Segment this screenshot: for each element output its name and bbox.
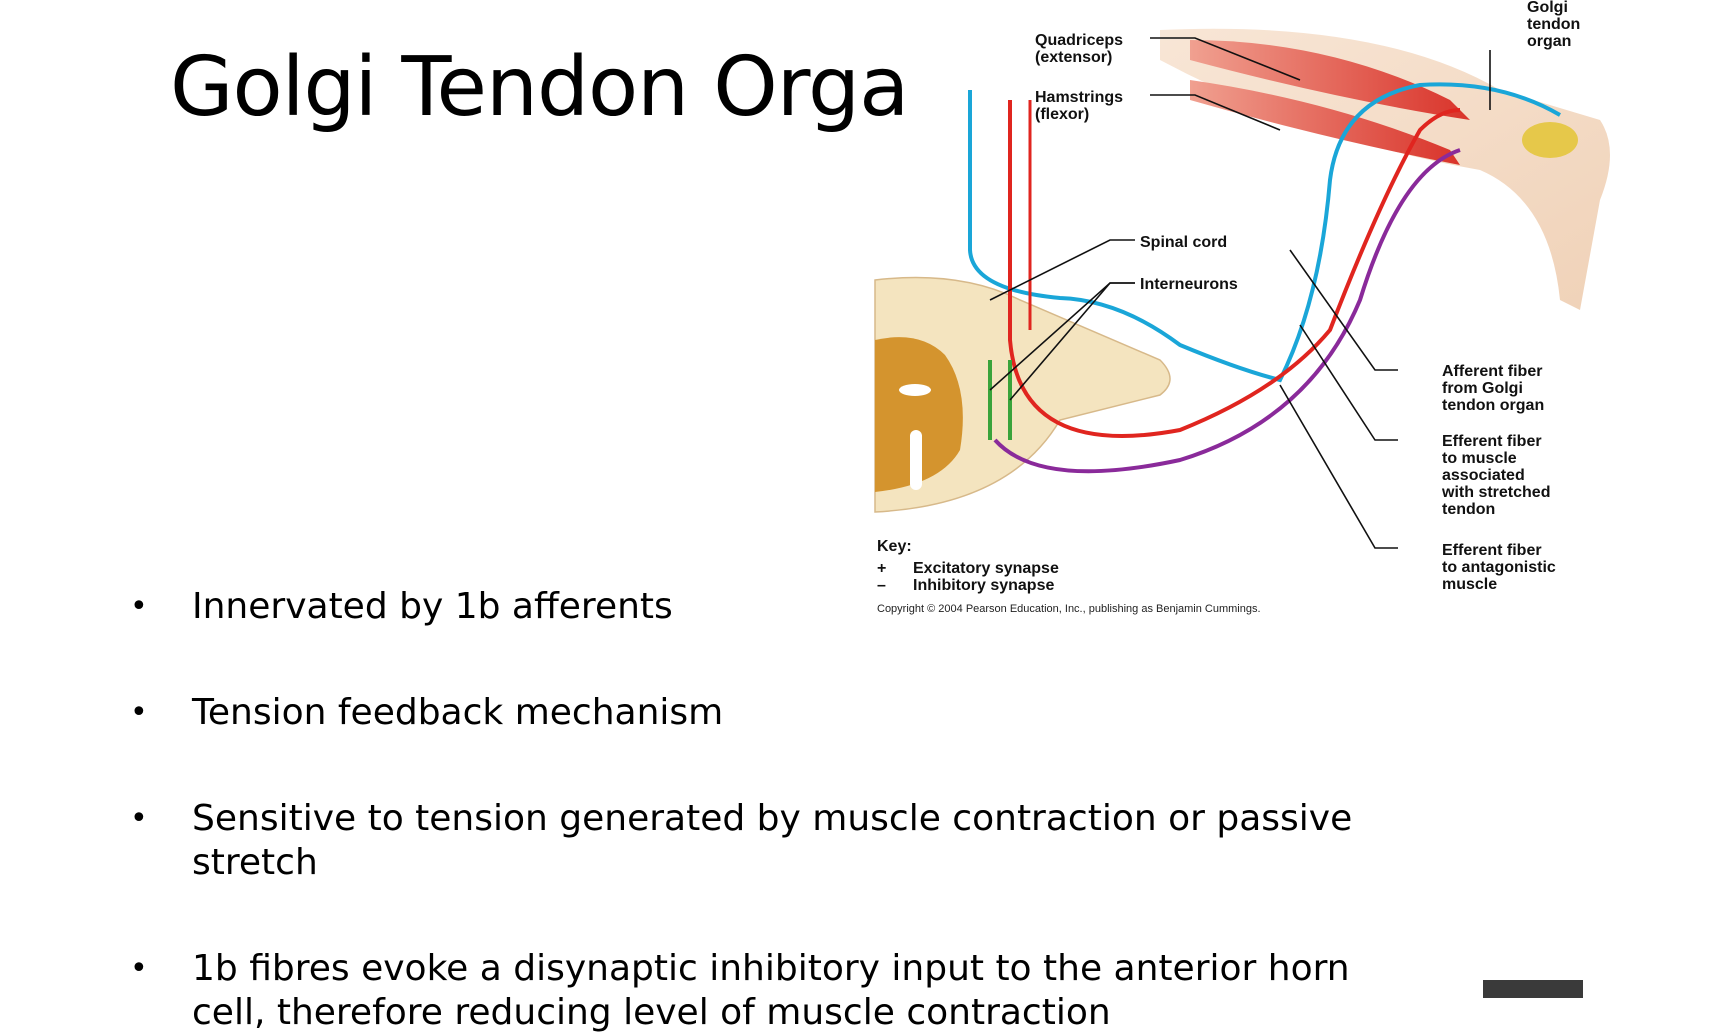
slide: Golgi Tendon Orga [130, 0, 1610, 1033]
label-efferent-b1: Efferent fiber [1442, 542, 1542, 559]
afferent-fiber-path [968, 82, 1562, 383]
antagonist-fiber-path [993, 148, 1461, 474]
hamstrings-muscle [1190, 80, 1460, 165]
key-inhibitory: Inhibitory synapse [913, 577, 1054, 594]
efferent-fiber-path [1008, 100, 1461, 438]
golgi-tendon-organ [1522, 122, 1578, 158]
label-afferent-2: from Golgi [1442, 380, 1523, 397]
label-efferent-b3: muscle [1442, 576, 1497, 593]
central-canal [899, 384, 931, 396]
slide-title: Golgi Tendon Orga [170, 40, 909, 135]
leg-shape [1160, 28, 1610, 310]
copyright-text: Copyright © 2004 Pearson Education, Inc.… [877, 603, 1261, 615]
label-golgi-2: tendon [1527, 16, 1580, 33]
bullet-symbol: • [130, 801, 148, 836]
bullet-symbol: • [130, 951, 148, 986]
bullet-item: • 1b fibres evoke a disynaptic inhibitor… [130, 947, 1430, 1035]
label-interneurons: Interneurons [1140, 276, 1238, 293]
bullet-item: • Tension feedback mechanism [130, 691, 1430, 735]
key-heading: Key: [877, 538, 912, 555]
audio-icon[interactable] [1483, 980, 1583, 998]
label-efferent-a2: to muscle [1442, 450, 1517, 467]
label-spinal-cord: Spinal cord [1140, 234, 1227, 251]
spinal-cord-grey-matter [875, 337, 963, 492]
label-efferent-a3: associated [1442, 467, 1525, 484]
bullet-text: 1b fibres evoke a disynaptic inhibitory … [192, 948, 1350, 1033]
label-golgi-3: organ [1527, 33, 1571, 50]
label-efferent-a1: Efferent fiber [1442, 433, 1542, 450]
bullet-item: • Sensitive to tension generated by musc… [130, 797, 1430, 885]
bullet-text: Sensitive to tension generated by muscle… [192, 798, 1353, 883]
leader-lines [989, 37, 1491, 549]
bullet-symbol: • [130, 589, 148, 624]
label-hamstrings-sub: (flexor) [1035, 106, 1089, 123]
key-plus: + [877, 560, 886, 577]
bullet-item: • Innervated by 1b afferents [130, 585, 1430, 629]
label-afferent-1: Afferent fiber [1442, 363, 1542, 380]
bullet-symbol: • [130, 695, 148, 730]
bullet-list: • Innervated by 1b afferents • Tension f… [130, 585, 1430, 1035]
label-efferent-a5: tendon [1442, 501, 1495, 518]
label-hamstrings: Hamstrings [1035, 89, 1123, 106]
label-afferent-3: tendon organ [1442, 397, 1544, 414]
label-efferent-a4: with stretched [1441, 484, 1550, 501]
golgi-tendon-reflex-figure: Quadriceps (extensor) Hamstrings (flexor… [874, 0, 1610, 615]
bullet-text: Innervated by 1b afferents [192, 586, 673, 627]
key-minus: – [877, 577, 886, 594]
label-quadriceps: Quadriceps [1035, 32, 1123, 49]
label-golgi-1: Golgi [1527, 0, 1568, 16]
quadriceps-muscle [1190, 40, 1470, 120]
bullet-text: Tension feedback mechanism [192, 692, 724, 733]
median-fissure [910, 430, 922, 490]
key-excitatory: Excitatory synapse [913, 560, 1059, 577]
label-quadriceps-sub: (extensor) [1035, 49, 1112, 66]
label-efferent-b2: to antagonistic [1442, 559, 1556, 576]
